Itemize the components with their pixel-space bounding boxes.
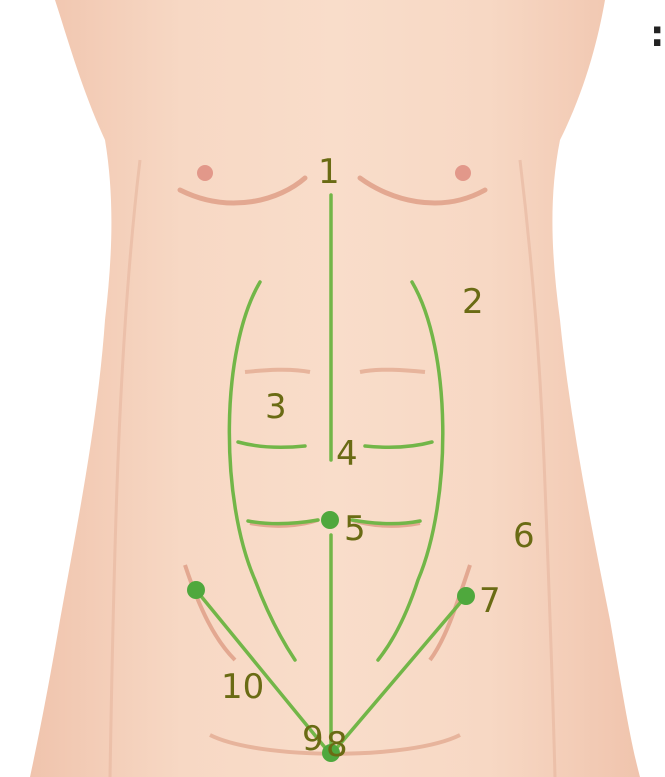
right-iliac-dot	[457, 587, 475, 605]
label-9: 9	[302, 719, 324, 759]
label-6: 6	[513, 516, 535, 556]
label-1: 1	[318, 152, 340, 192]
label-8: 8	[326, 725, 348, 765]
label-10: 10	[221, 667, 264, 707]
label-3: 3	[265, 387, 287, 427]
abs-shadow-left-upper	[245, 370, 310, 372]
abs-shadow-right-upper	[360, 370, 425, 372]
right-nipple	[455, 165, 471, 181]
label-2: 2	[462, 282, 484, 322]
label-5: 5	[344, 509, 366, 549]
label-4: 4	[336, 434, 358, 474]
umbilicus-dot	[321, 511, 339, 529]
label-7: 7	[479, 581, 501, 621]
left-nipple	[197, 165, 213, 181]
left-iliac-dot	[187, 581, 205, 599]
